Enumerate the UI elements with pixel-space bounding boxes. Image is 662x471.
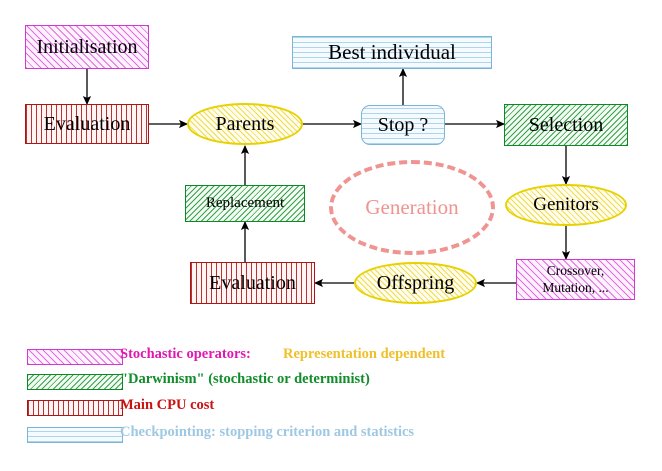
legend-swatch-darwinism xyxy=(27,374,123,390)
node-replacement-label: Replacement xyxy=(205,194,285,211)
legend-swatch-checkpointing xyxy=(27,427,123,443)
node-stop-label: Stop ? xyxy=(377,113,429,136)
node-crossover-mutation-label: Crossover, Mutation, ... xyxy=(542,262,609,295)
legend-swatch-stochastic-operators xyxy=(27,349,123,365)
node-selection-label: Selection xyxy=(528,113,604,136)
legend-label-main-cpu-cost: Main CPU cost xyxy=(120,397,215,413)
node-selection[interactable]: Selection xyxy=(504,104,628,146)
node-best-individual-label: Best individual xyxy=(328,40,456,65)
node-evaluation-bottom-label: Evaluation xyxy=(209,271,296,294)
legend-label-representation-dependent: Representation dependent xyxy=(283,346,446,362)
legend-label-stochastic-operators: Stochastic operators: xyxy=(120,346,251,362)
node-parents-label: Parents xyxy=(215,112,275,135)
node-best-individual[interactable]: Best individual xyxy=(292,36,492,69)
node-initialisation[interactable]: Initialisation xyxy=(25,25,149,69)
node-evaluation-top[interactable]: Evaluation xyxy=(25,104,149,144)
generation-cycle-ellipse: Generation xyxy=(329,160,495,255)
node-genitors-label: Genitors xyxy=(533,194,599,216)
node-crossover-mutation[interactable]: Crossover, Mutation, ... xyxy=(516,259,635,300)
generation-label: Generation xyxy=(365,195,459,219)
legend-label-darwinism: "Darwinism" (stochastic or determinist) xyxy=(120,371,370,387)
node-offspring-label: Offspring xyxy=(376,271,455,294)
node-parents[interactable]: Parents xyxy=(187,103,303,145)
node-evaluation-top-label: Evaluation xyxy=(43,112,131,135)
legend-swatch-main-cpu-cost xyxy=(27,400,123,416)
node-replacement[interactable]: Replacement xyxy=(185,185,305,222)
node-evaluation-bottom[interactable]: Evaluation xyxy=(190,262,315,304)
node-initialisation-label: Initialisation xyxy=(36,35,138,58)
node-genitors[interactable]: Genitors xyxy=(505,184,627,226)
node-offspring[interactable]: Offspring xyxy=(354,262,477,304)
legend-label-checkpointing: Checkpointing: stopping criterion and st… xyxy=(120,424,415,440)
node-stop[interactable]: Stop ? xyxy=(361,105,445,145)
